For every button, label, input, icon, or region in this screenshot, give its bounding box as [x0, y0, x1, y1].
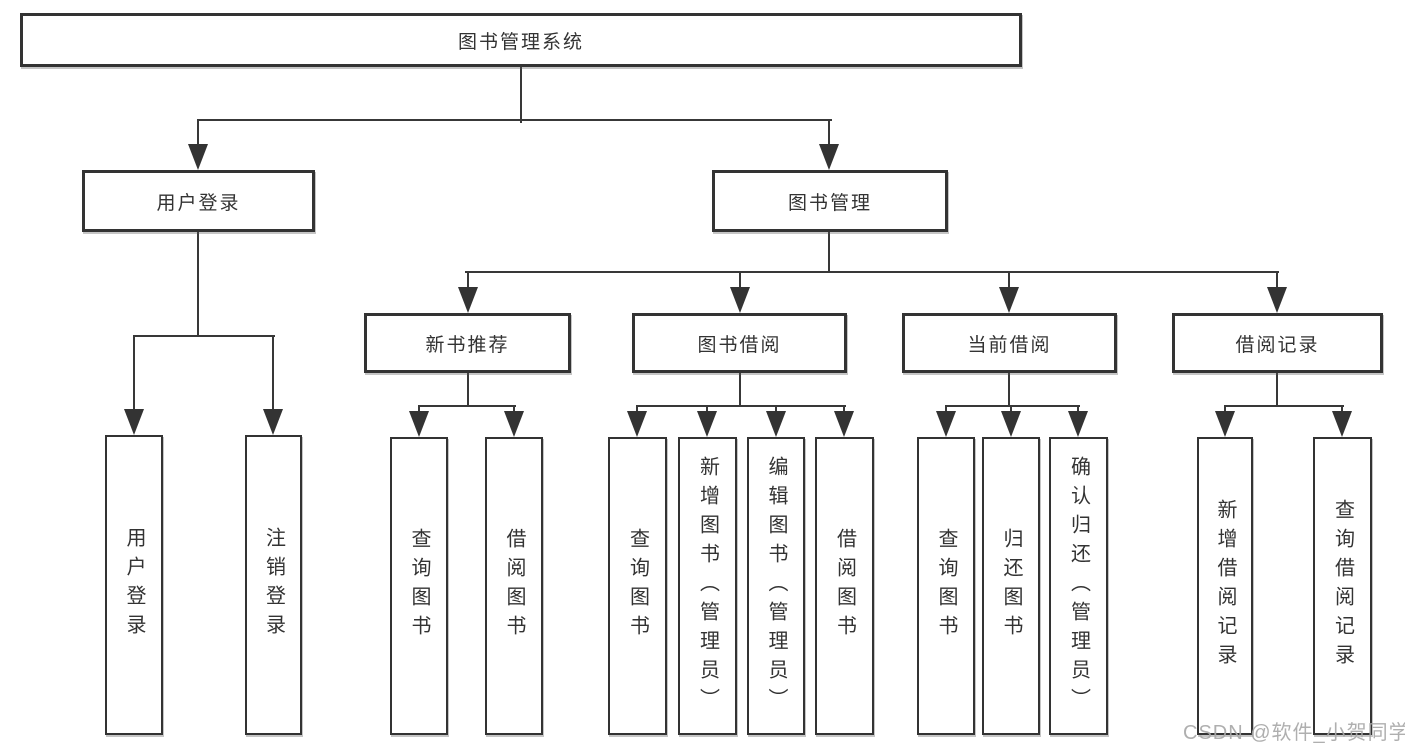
connector-line-h: [133, 335, 275, 337]
connector-line-v: [1077, 405, 1079, 415]
connector-line-v: [828, 119, 830, 147]
connector-line-v: [467, 373, 469, 407]
node-user-login-leaf: 用户登录: [105, 435, 163, 735]
node-logout-leaf: 注销登录: [245, 435, 302, 735]
arrow-down-icon: [834, 411, 854, 437]
connector-line-h: [418, 405, 516, 407]
connector-line-v: [467, 271, 469, 291]
arrow-down-icon: [263, 409, 283, 435]
connector-line-v: [197, 232, 199, 337]
arrow-down-icon: [936, 411, 956, 437]
node-return-books: 归还图书: [982, 437, 1040, 735]
node-label: 新增借阅记录: [1214, 499, 1236, 673]
arrow-down-icon: [819, 144, 839, 170]
node-label: 当前借阅: [967, 334, 1052, 356]
node-label: 查询图书: [626, 528, 649, 644]
connector-line-v: [1341, 405, 1343, 415]
node-query-books-2: 查询图书: [608, 437, 667, 735]
arrow-down-icon: [999, 287, 1019, 313]
connector-line-h: [198, 119, 832, 121]
node-confirm-return-admin: 确认归还（管理员）: [1049, 437, 1108, 735]
connector-line-v: [828, 232, 830, 273]
arrow-down-icon: [188, 144, 208, 170]
arrow-down-icon: [627, 411, 647, 437]
node-label: 图书管理系统: [457, 31, 584, 53]
node-label: 借阅图书: [503, 528, 525, 644]
arrow-down-icon: [504, 411, 524, 437]
arrow-down-icon: [1001, 411, 1021, 437]
connector-line-v: [1276, 373, 1278, 407]
node-current-borrowing: 当前借阅: [902, 313, 1117, 373]
node-label: 新书推荐: [425, 334, 510, 356]
node-book-borrowing: 图书借阅: [632, 313, 847, 373]
arrow-down-icon: [1215, 411, 1235, 437]
node-user-login: 用户登录: [82, 170, 315, 232]
connector-line-v: [706, 405, 708, 415]
node-borrowing-records: 借阅记录: [1172, 313, 1383, 373]
connector-line-v: [775, 405, 777, 415]
arrow-down-icon: [766, 411, 786, 437]
connector-line-h: [636, 405, 846, 407]
node-edit-books-admin: 编辑图书（管理员）: [747, 437, 805, 735]
node-label: 新增图书（管理员）: [696, 455, 719, 717]
node-add-borrow-record: 新增借阅记录: [1197, 437, 1253, 735]
node-label: 编辑图书（管理员）: [765, 455, 787, 717]
arrow-down-icon: [697, 411, 717, 437]
arrow-down-icon: [1332, 411, 1352, 437]
connector-line-v: [1276, 271, 1278, 291]
node-label: 查询图书: [408, 528, 430, 644]
connector-line-v: [1224, 405, 1226, 415]
connector-line-v: [520, 67, 522, 123]
connector-line-v: [945, 405, 947, 415]
node-label: 查询借阅记录: [1331, 499, 1354, 673]
arrow-down-icon: [1068, 411, 1088, 437]
node-label: 图书管理: [787, 192, 872, 214]
connector-line-h: [945, 405, 1080, 407]
connector-line-v: [1008, 271, 1010, 291]
connector-line-v: [513, 405, 515, 415]
node-new-book-recommend: 新书推荐: [364, 313, 571, 373]
node-library-management-system: 图书管理系统: [20, 13, 1022, 67]
connector-line-v: [1008, 373, 1010, 407]
connector-line-v: [843, 405, 845, 415]
node-label: 借阅图书: [833, 528, 856, 644]
arrow-down-icon: [1267, 287, 1287, 313]
connector-line-v: [636, 405, 638, 415]
node-query-books-3: 查询图书: [917, 437, 975, 735]
node-borrow-books-1: 借阅图书: [485, 437, 543, 735]
node-label: 用户登录: [123, 527, 145, 643]
arrow-down-icon: [409, 411, 429, 437]
node-borrow-books-2: 借阅图书: [815, 437, 874, 735]
node-add-books-admin: 新增图书（管理员）: [678, 437, 737, 735]
node-query-books-1: 查询图书: [390, 437, 448, 735]
node-label: 注销登录: [262, 527, 285, 643]
node-label: 确认归还（管理员）: [1067, 455, 1090, 717]
node-label: 归还图书: [1000, 528, 1022, 644]
node-query-borrow-record: 查询借阅记录: [1313, 437, 1372, 735]
connector-line-v: [272, 335, 274, 413]
arrow-down-icon: [458, 287, 478, 313]
connector-line-v: [197, 119, 199, 147]
connector-line-h: [1224, 405, 1344, 407]
connector-line-v: [418, 405, 420, 415]
connector-line-h: [465, 271, 1279, 273]
arrow-down-icon: [730, 287, 750, 313]
connector-line-v: [739, 271, 741, 291]
arrow-down-icon: [124, 409, 144, 435]
node-label: 图书借阅: [697, 334, 782, 356]
node-label: 用户登录: [156, 192, 241, 214]
connector-line-v: [1010, 405, 1012, 415]
connector-line-v: [133, 335, 135, 413]
node-label: 借阅记录: [1235, 334, 1320, 356]
node-book-management: 图书管理: [712, 170, 948, 232]
node-label: 查询图书: [935, 528, 957, 644]
connector-line-v: [739, 373, 741, 407]
watermark-text: CSDN @软件_小贺同学: [1183, 722, 1405, 744]
